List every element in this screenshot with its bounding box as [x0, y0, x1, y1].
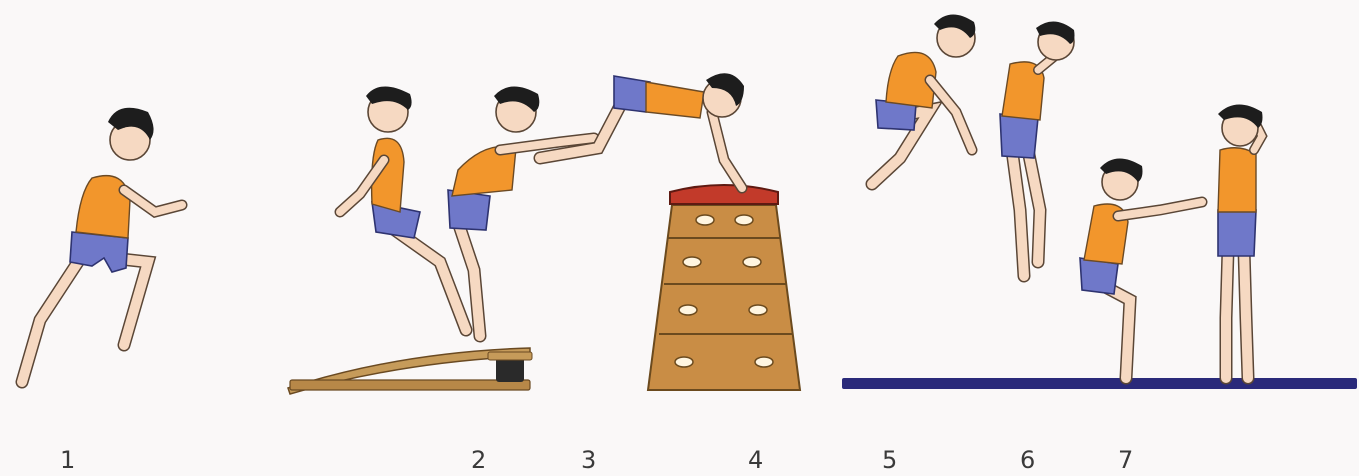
vaulting-box: [648, 185, 800, 390]
step-label-2: 2: [471, 448, 486, 472]
figure-1-run: [22, 108, 182, 382]
figure-4-support: [540, 73, 744, 188]
figure-2-takeoff: [340, 86, 466, 330]
figure-3-reach: [448, 86, 594, 336]
figure-5-tuck: [872, 14, 975, 184]
figure-7-stand: [1218, 104, 1263, 378]
step-label-1: 1: [60, 448, 75, 472]
landing-mat: [842, 378, 1357, 389]
step-label-3: 3: [581, 448, 596, 472]
step-label-5: 5: [882, 448, 897, 472]
step-label-4: 4: [748, 448, 763, 472]
step-label-7: 7: [1118, 448, 1133, 472]
step-label-6: 6: [1020, 448, 1035, 472]
springboard: [288, 348, 532, 394]
figure-7-squat: [1080, 158, 1202, 378]
figure-6-extend: [1000, 21, 1075, 276]
